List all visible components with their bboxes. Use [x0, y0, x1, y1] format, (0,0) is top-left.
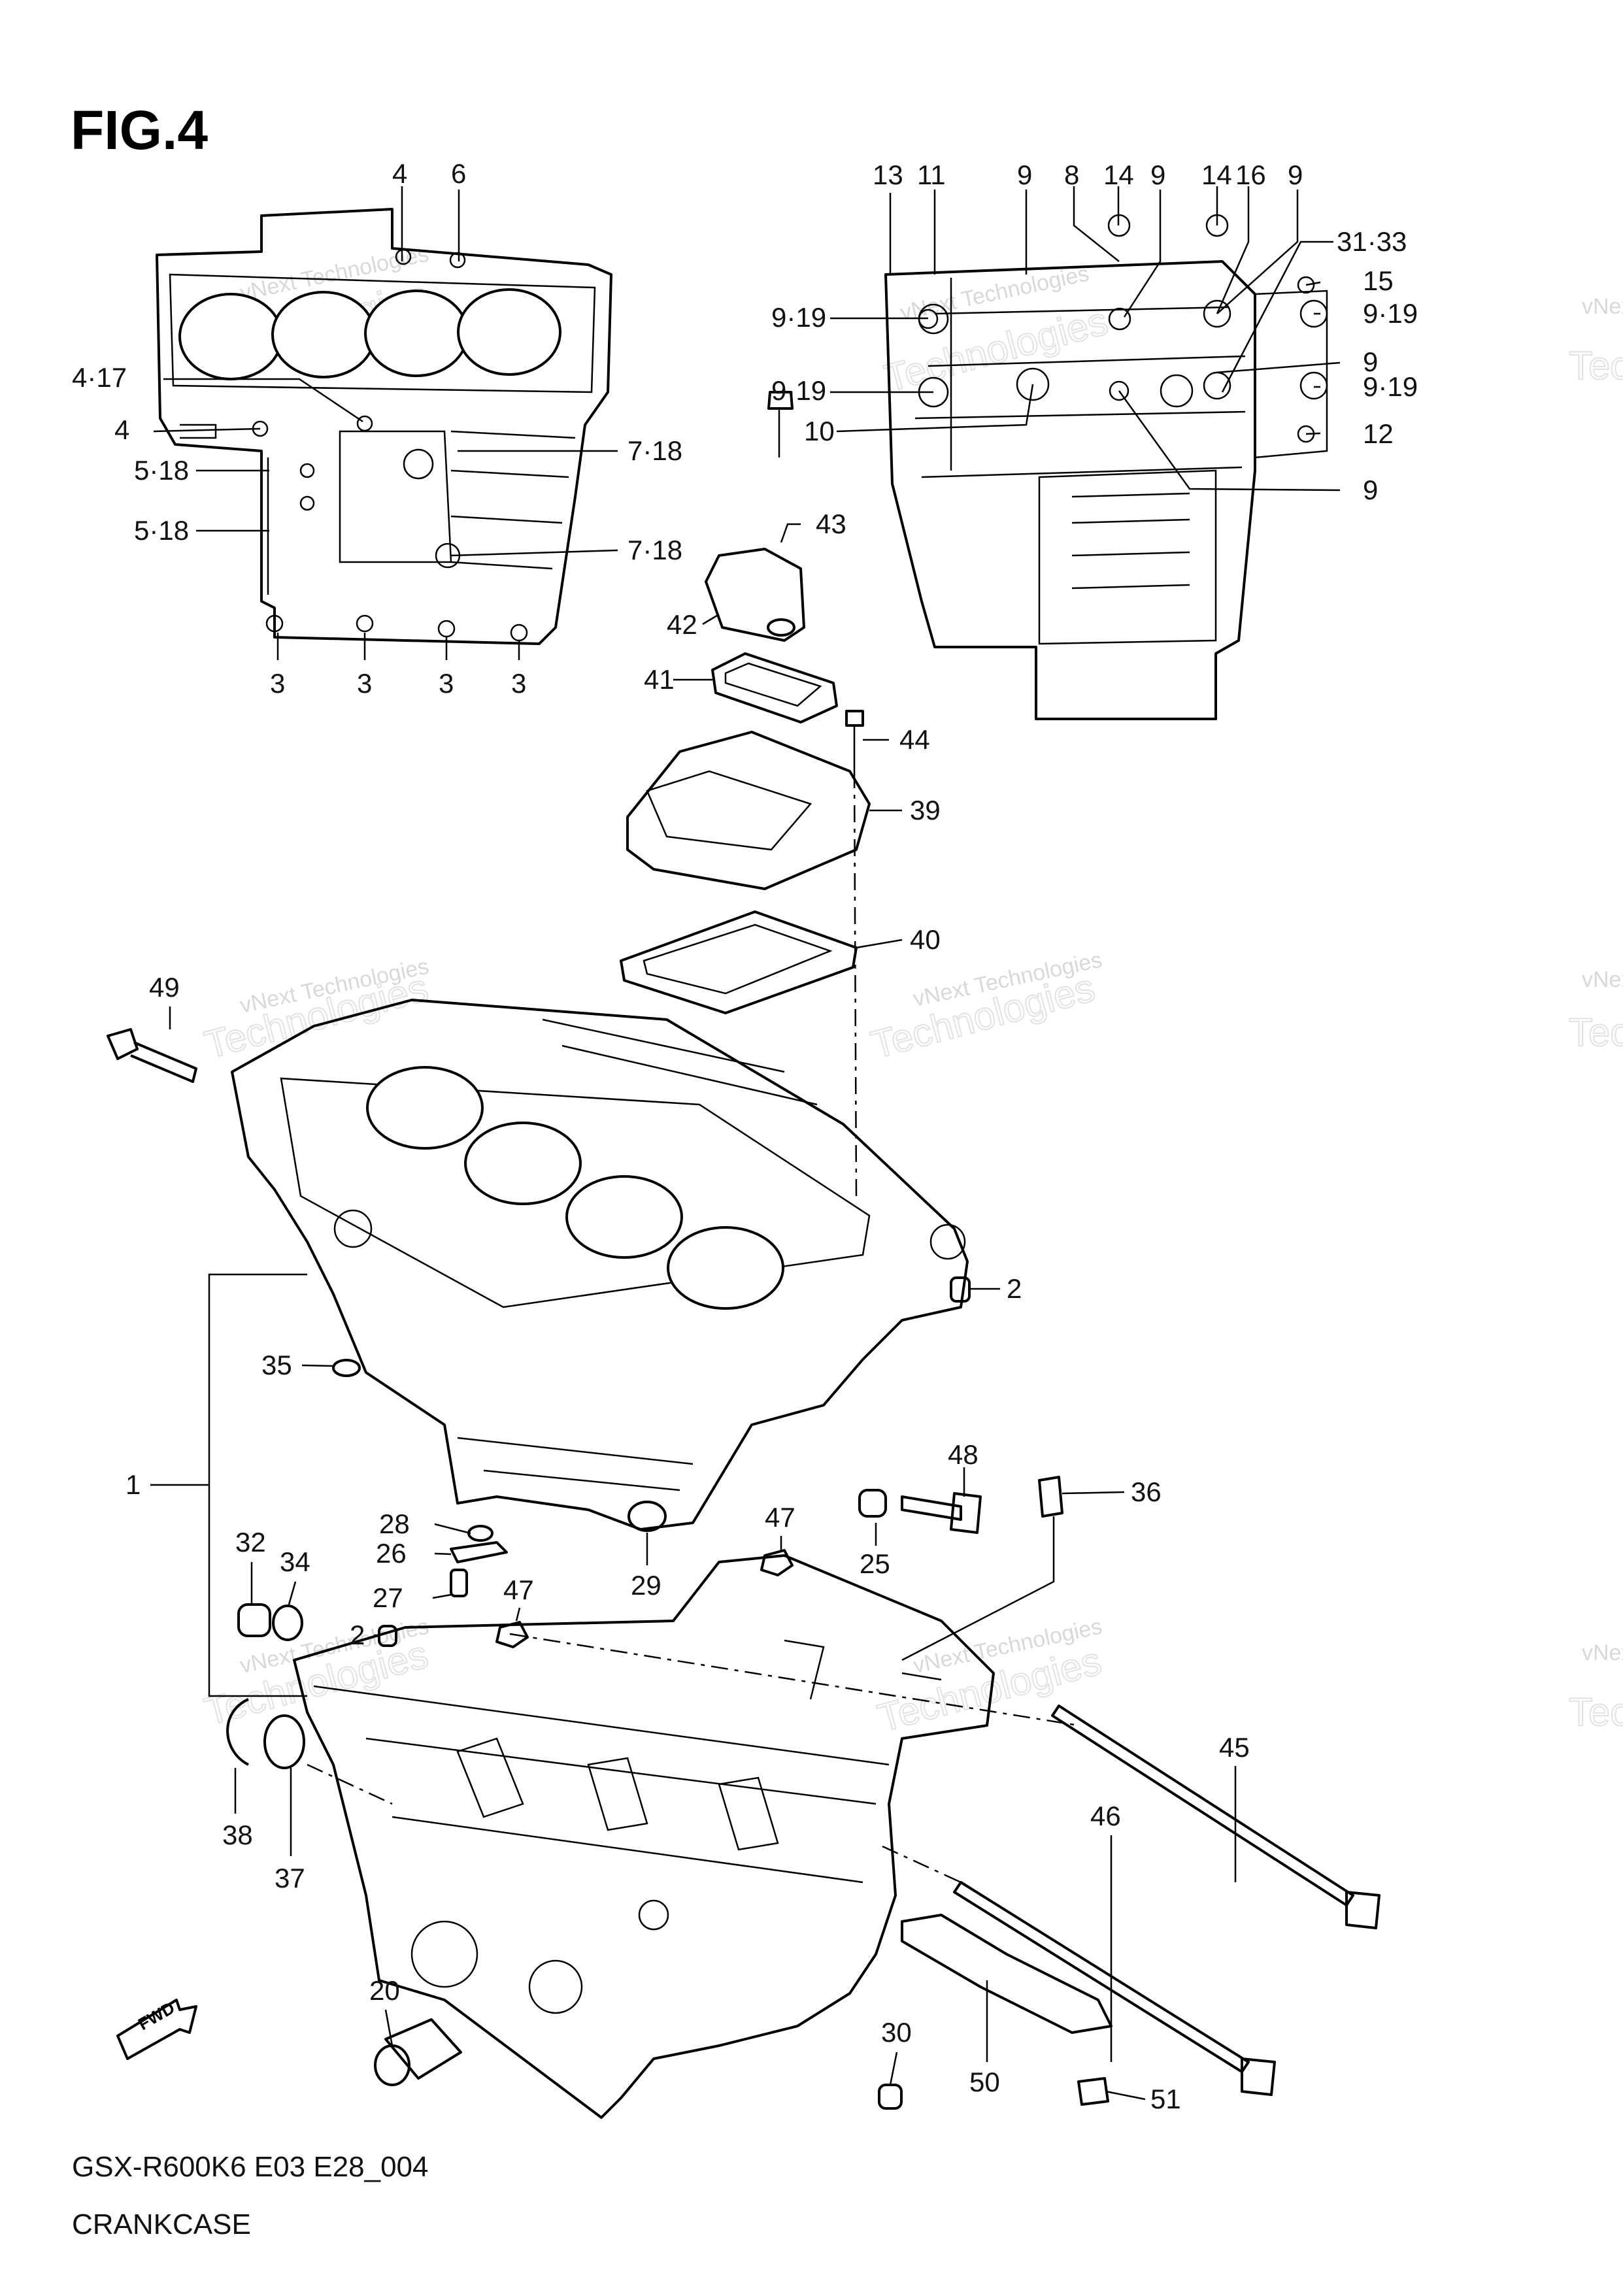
- callout-4-17: 4·17: [72, 362, 127, 393]
- callout-49: 49: [149, 972, 180, 1003]
- callout-34: 34: [280, 1546, 310, 1577]
- upper-crankcase: [231, 999, 969, 1531]
- callout-41: 41: [644, 664, 675, 695]
- callout-9-19: 9·19: [1363, 298, 1418, 329]
- watermark-text: Technologies: [1569, 1690, 1623, 1734]
- callout-51: 51: [1150, 2084, 1181, 2114]
- callout-46: 46: [1090, 1801, 1121, 1831]
- callout-39: 39: [910, 795, 941, 825]
- leader-lines: [150, 186, 1341, 2101]
- watermark-text: vNext Technologies: [1582, 967, 1623, 992]
- callout-5-18: 5·18: [134, 455, 189, 486]
- callout-9-19: 9·19: [771, 375, 826, 406]
- callout-9: 9: [1017, 159, 1032, 190]
- callout-14: 14: [1201, 159, 1232, 190]
- callout-9-19: 9·19: [1363, 371, 1418, 402]
- callout-9: 9: [1150, 159, 1165, 190]
- callout-20: 20: [369, 1975, 400, 2006]
- callout-42: 42: [667, 609, 697, 640]
- callout-35: 35: [261, 1350, 292, 1380]
- callout-10: 10: [804, 416, 835, 446]
- callout-13: 13: [873, 159, 903, 190]
- callout-9: 9: [1363, 346, 1378, 377]
- callout-32: 32: [235, 1527, 266, 1557]
- callout-27: 27: [373, 1582, 403, 1613]
- fwd-direction-arrow: FWD: [116, 1998, 197, 2060]
- watermark-text: vNext Technologies: [1582, 1640, 1623, 1665]
- watermark-group: vNext Technologies Technologies vNext Te…: [199, 241, 1623, 1740]
- callout-48: 48: [948, 1439, 979, 1470]
- callout-5-18: 5·18: [134, 515, 189, 546]
- callout-31-33: 31·33: [1337, 226, 1407, 257]
- model-code: GSX-R600K6 E03 E28_004: [72, 2151, 429, 2183]
- callout-14: 14: [1103, 159, 1134, 190]
- callout-9-19: 9·19: [771, 302, 826, 333]
- callout-40: 40: [910, 924, 941, 955]
- callout-28: 28: [379, 1508, 410, 1539]
- callout-50: 50: [969, 2067, 1000, 2097]
- callout-2: 2: [1007, 1273, 1022, 1304]
- callout-43: 43: [816, 508, 846, 539]
- callout-2: 2: [350, 1620, 365, 1650]
- watermark-text: vNext Technologies: [1582, 294, 1623, 319]
- figure-title: FIG.4: [71, 99, 208, 161]
- breather-cover-stack: [620, 391, 871, 1197]
- callout-4: 4: [392, 158, 407, 189]
- lower-crankcase: [293, 1554, 995, 2119]
- callout-36: 36: [1131, 1476, 1162, 1507]
- callout-3: 3: [270, 668, 285, 699]
- callout-1: 1: [125, 1469, 141, 1500]
- callout-26: 26: [376, 1538, 407, 1569]
- callout-44: 44: [899, 724, 930, 755]
- callout-47: 47: [765, 1502, 795, 1533]
- callout-37: 37: [275, 1863, 305, 1893]
- callout-30: 30: [881, 2017, 912, 2048]
- callout-38: 38: [222, 1820, 253, 1850]
- callout-25: 25: [860, 1548, 890, 1579]
- callout-45: 45: [1219, 1732, 1250, 1763]
- callout-6: 6: [451, 158, 466, 189]
- callout-4: 4: [114, 414, 129, 445]
- diagram-caption: CRANKCASE: [72, 2208, 251, 2240]
- callout-9: 9: [1288, 159, 1303, 190]
- callout-labels: 4 6 4·17 4 5·18 5·18 7·18 7·18 3 3 3 3 1…: [72, 158, 1418, 2114]
- callout-29: 29: [631, 1570, 661, 1601]
- watermark-text: Technologies: [1569, 1010, 1623, 1054]
- callout-3: 3: [511, 668, 526, 699]
- inset-lower-crankcase-bottom: [884, 214, 1328, 720]
- callout-11: 11: [917, 159, 946, 190]
- callout-16: 16: [1235, 159, 1266, 190]
- callout-7-18: 7·18: [627, 435, 682, 466]
- inset-upper-crankcase-top: [156, 208, 612, 645]
- watermark-text: Technologies: [1569, 344, 1623, 388]
- callout-7-18: 7·18: [627, 535, 682, 565]
- callout-9: 9: [1363, 474, 1378, 505]
- callout-47: 47: [503, 1574, 534, 1605]
- callout-8: 8: [1064, 159, 1079, 190]
- callout-3: 3: [357, 668, 372, 699]
- callout-12: 12: [1363, 418, 1394, 449]
- callout-15: 15: [1363, 265, 1394, 296]
- callout-3: 3: [439, 668, 454, 699]
